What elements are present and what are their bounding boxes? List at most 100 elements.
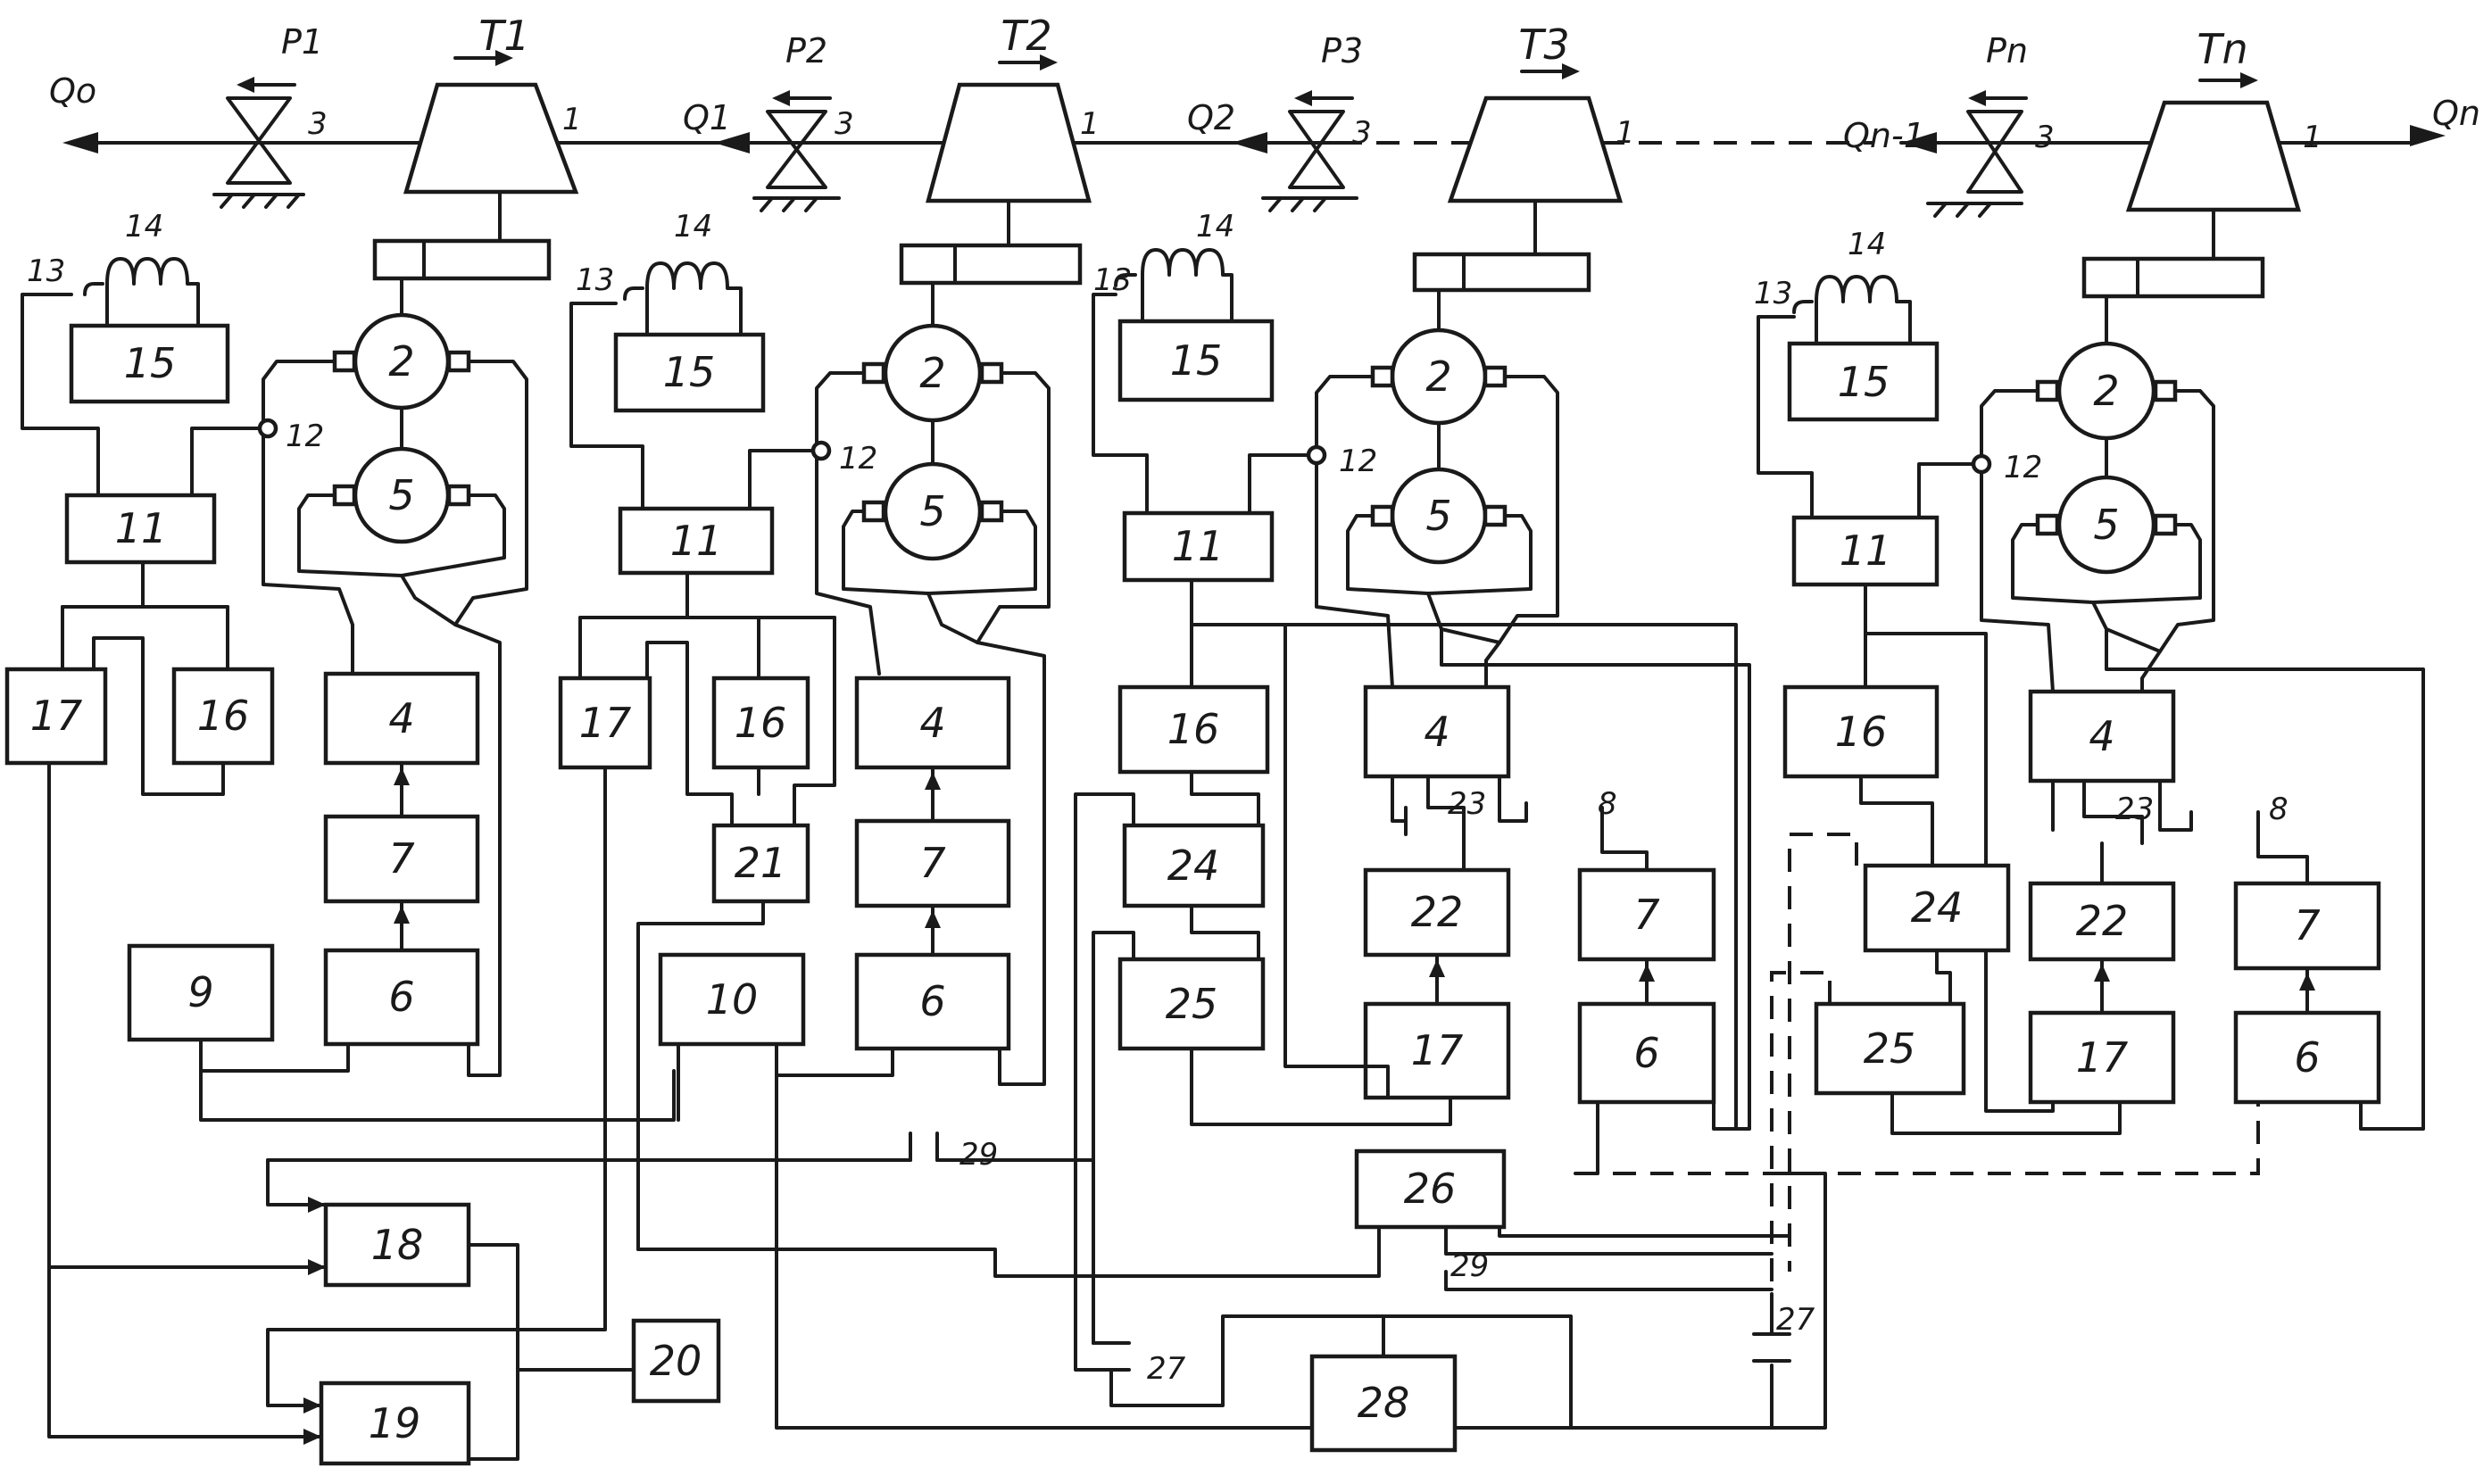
ref-8-un: 8 xyxy=(2269,792,2288,827)
valve-p1 xyxy=(212,77,305,209)
block-28 xyxy=(1309,1354,1458,1453)
turbine-n xyxy=(2125,100,2301,212)
ref-16-un: 16 xyxy=(1835,708,1888,756)
ref-1-u2: 1 xyxy=(1080,106,1100,142)
flow-label-q0: Qo xyxy=(49,71,96,111)
block-4-unit-3 xyxy=(1363,684,1511,779)
ref-29b: 29 xyxy=(1450,1248,1489,1284)
ref-16-u2: 16 xyxy=(735,699,787,747)
block-21 xyxy=(711,823,810,904)
block-7-unit-n xyxy=(2233,881,2381,971)
ref-25-un: 25 xyxy=(1864,1024,1916,1073)
turbine-2 xyxy=(926,82,1092,203)
ref-11-u3: 11 xyxy=(1172,522,1225,570)
ref-2-un: 2 xyxy=(2093,367,2119,415)
ref-1-u3: 1 xyxy=(1616,115,1635,151)
block-26 xyxy=(1354,1148,1507,1230)
ref-13-u1: 13 xyxy=(27,253,65,289)
ref-15-u1: 15 xyxy=(124,339,177,387)
ref-25-u3: 25 xyxy=(1166,980,1218,1028)
flow-label-qn1: Qn-1 xyxy=(1843,116,1925,155)
ref-16-u1: 16 xyxy=(197,692,250,740)
ref-23-un: 23 xyxy=(2115,792,2154,827)
ref-17-u3: 17 xyxy=(1411,1026,1464,1074)
block-6-unit-2 xyxy=(854,952,1011,1051)
valve-ref-3d: 3 xyxy=(2035,120,2055,155)
common-control xyxy=(47,761,2260,1466)
ref-2-u2: 2 xyxy=(919,349,945,397)
ref-4-un: 4 xyxy=(2089,712,2114,760)
ref-15-u3: 15 xyxy=(1170,336,1223,385)
turbine-3 xyxy=(1447,95,1624,203)
block-20 xyxy=(631,1318,721,1404)
ref-17-un: 17 xyxy=(2076,1033,2129,1082)
pressure-label-p1: P1 xyxy=(281,22,323,62)
flow-label-q2: Q2 xyxy=(1187,98,1235,137)
ref-6-un: 6 xyxy=(2294,1033,2320,1082)
ref-4-u1: 4 xyxy=(388,694,414,742)
block-7-unit-2 xyxy=(854,818,1011,908)
ref-5-u1: 5 xyxy=(388,471,414,519)
ref-19: 19 xyxy=(369,1399,421,1447)
block-11-unit-3 xyxy=(1122,510,1275,583)
ref-13-u3: 13 xyxy=(1093,262,1132,298)
block-17-unit-1 xyxy=(4,667,108,766)
ref-1-u1: 1 xyxy=(562,102,582,137)
ref-14-u3: 14 xyxy=(1196,209,1234,245)
ref-11-u2: 11 xyxy=(670,517,723,565)
ref-2-u1: 2 xyxy=(388,337,414,386)
ref-7-u3: 7 xyxy=(1633,891,1659,939)
block-6-unit-3 xyxy=(1577,1001,1716,1105)
block-15-unit-3 xyxy=(1117,319,1275,402)
ref-29a: 29 xyxy=(959,1137,998,1173)
ref-4-u2: 4 xyxy=(919,699,945,747)
ref-15-un: 15 xyxy=(1838,358,1890,406)
ref-26: 26 xyxy=(1404,1165,1457,1213)
ref-6-u2: 6 xyxy=(919,977,945,1025)
ref-27a: 27 xyxy=(1147,1351,1186,1387)
ref-12-un: 12 xyxy=(2004,450,2042,485)
ref-27b: 27 xyxy=(1776,1302,1815,1338)
pressure-label-p2: P2 xyxy=(785,31,827,70)
ref-6-u1: 6 xyxy=(388,973,414,1021)
ref-5-u2: 5 xyxy=(919,487,945,535)
block-16-unit-2 xyxy=(711,676,810,770)
flow-label-qn: Qn xyxy=(2432,94,2480,133)
block-4-unit-1 xyxy=(323,671,480,766)
ref-22-un: 22 xyxy=(2076,897,2129,945)
ref-14-u2: 14 xyxy=(674,209,712,245)
ref-17-u1: 17 xyxy=(30,692,83,740)
ref-28: 28 xyxy=(1358,1379,1410,1427)
flow-arrow-in-icon xyxy=(2410,125,2446,146)
ref-10: 10 xyxy=(706,975,759,1024)
valve-ref-3b: 3 xyxy=(835,106,854,142)
ref-7-u1: 7 xyxy=(388,834,414,883)
ref-22-u3: 22 xyxy=(1411,888,1464,936)
ref-11-un: 11 xyxy=(1840,526,1892,575)
flow-arrow-q1-icon xyxy=(714,132,750,153)
block-7-unit-3 xyxy=(1577,867,1716,962)
block-25-unit-n xyxy=(1814,1001,1966,1096)
ref-5-un: 5 xyxy=(2093,501,2119,549)
ref-17-u2: 17 xyxy=(579,699,632,747)
block-22-unit-n xyxy=(2028,881,2176,962)
ref-5-u3: 5 xyxy=(1425,492,1451,540)
ref-20: 20 xyxy=(650,1337,702,1385)
pressure-label-p3: P3 xyxy=(1321,31,1363,70)
flow-arrow-qn1-icon xyxy=(1901,132,1937,153)
ref-18: 18 xyxy=(371,1221,424,1269)
block-9 xyxy=(127,943,275,1042)
unit-3 xyxy=(1074,63,1751,1345)
valve-p2 xyxy=(752,90,841,212)
ref-12-u3: 12 xyxy=(1339,444,1377,479)
ref-7-u2: 7 xyxy=(919,839,945,887)
block-16-unit-n xyxy=(1782,684,1940,779)
flow-arrow-out-icon xyxy=(62,132,98,153)
block-11-unit-n xyxy=(1791,515,1940,587)
turbine-label-t3: T3 xyxy=(1518,21,1569,69)
pressure-label-pn: Pn xyxy=(1986,31,2028,70)
unit-n xyxy=(1757,72,2425,1294)
ref-16-u3: 16 xyxy=(1167,705,1220,753)
ref-2-u3: 2 xyxy=(1425,352,1451,401)
